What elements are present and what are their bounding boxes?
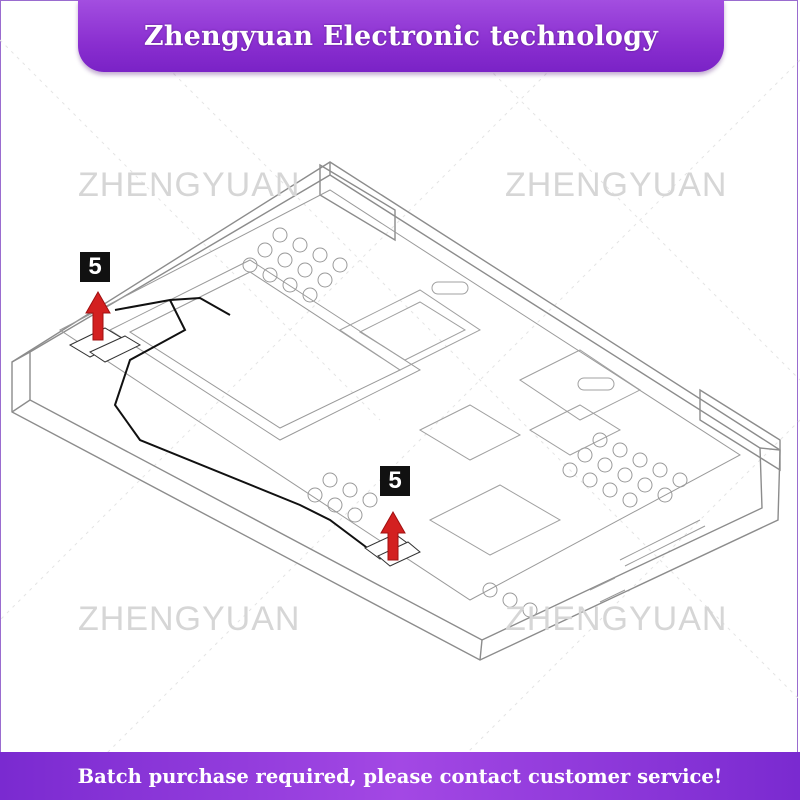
lift-arrow-right [380,510,406,561]
watermark: ZHENGYUAN [505,166,728,204]
chassis-outline [11,161,781,661]
company-name: Zhengyuan Electronic technology [143,20,659,52]
step-callout: 5 [80,252,110,282]
antenna-cable [113,298,371,551]
footer-notice: Batch purchase required, please contact … [77,764,723,788]
cell-grid-right [562,432,688,508]
cell-grid-upper [242,227,348,303]
lift-arrow-left [85,290,111,341]
watermark: ZHENGYUAN [505,600,728,638]
cell-grid-lower [307,472,538,618]
internal-components [339,281,641,556]
watermark: ZHENGYUAN [78,166,301,204]
connector-pads [68,327,421,567]
watermark: ZHENGYUAN [78,600,301,638]
footer-banner: Batch purchase required, please contact … [0,752,800,800]
step-callout: 5 [380,466,410,496]
header-banner: Zhengyuan Electronic technology [78,0,724,72]
side-ports [589,519,706,603]
